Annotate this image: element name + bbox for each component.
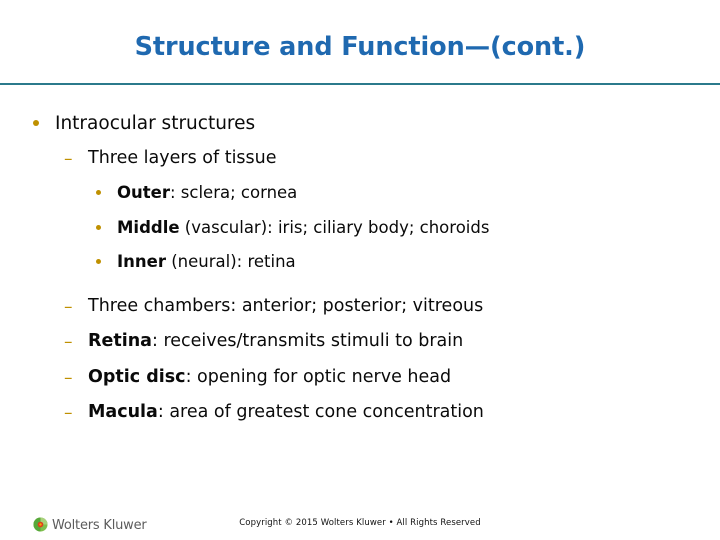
- copyright-text: Copyright © 2015 Wolters Kluwer • All Ri…: [239, 518, 481, 528]
- bullet-dash-icon: –: [64, 402, 73, 423]
- term-emphasis: Inner: [117, 251, 166, 271]
- list-item-level2-macula: – Macula: area of greatest cone concentr…: [64, 402, 720, 423]
- term-definition: Three chambers: anterior; posterior; vit…: [88, 295, 484, 316]
- list-item-level1: Intraocular structures: [33, 112, 720, 135]
- bullet-dot-icon: [96, 258, 117, 264]
- term-emphasis: Macula: [88, 401, 158, 422]
- bullet-dash-icon: –: [64, 149, 73, 170]
- slide-body: Intraocular structures – Three layers of…: [0, 112, 720, 437]
- bullet-dash-icon: –: [64, 332, 73, 353]
- brand-name: Wolters Kluwer: [52, 518, 147, 533]
- list-item-label: Outer: sclera; cornea: [117, 183, 720, 203]
- list-item-label: Intraocular structures: [55, 113, 256, 134]
- title-divider: [0, 83, 720, 85]
- list-item-level2-three-layers: – Three layers of tissue: [64, 148, 720, 169]
- list-item-label: Retina: receives/transmits stimuli to br…: [88, 331, 720, 352]
- list-item-level2-optic-disc: – Optic disc: opening for optic nerve he…: [64, 367, 720, 388]
- bullet-dash-icon: –: [64, 367, 73, 388]
- list-item-level3-middle: Middle (vascular): iris; ciliary body; c…: [96, 218, 720, 238]
- term-definition: (vascular): iris; ciliary body; choroids: [179, 217, 490, 237]
- term-definition: : receives/transmits stimuli to brain: [151, 331, 464, 352]
- term-emphasis: Middle: [117, 217, 180, 237]
- list-item-level3-inner: Inner (neural): retina: [96, 252, 720, 272]
- list-item-level2-retina: – Retina: receives/transmits stimuli to …: [64, 331, 720, 352]
- list-item-label: Inner (neural): retina: [117, 252, 720, 272]
- brand-logo: Wolters Kluwer: [33, 517, 147, 533]
- list-item-label: Three chambers: anterior; posterior; vit…: [88, 296, 720, 317]
- term-definition: (neural): retina: [165, 251, 296, 271]
- list-item-label: Middle (vascular): iris; ciliary body; c…: [117, 218, 720, 238]
- term-emphasis: Optic disc: [88, 366, 186, 387]
- list-item-level3-outer: Outer: sclera; cornea: [96, 183, 720, 203]
- list-item-level2-three-chambers: – Three chambers: anterior; posterior; v…: [64, 296, 720, 317]
- page-title: Structure and Function—(cont.): [134, 32, 586, 62]
- bullet-dot-icon: [96, 190, 117, 196]
- wolters-kluwer-logo-icon: [33, 517, 48, 532]
- list-item-label: Macula: area of greatest cone concentrat…: [88, 402, 720, 423]
- term-emphasis: Retina: [88, 331, 152, 352]
- bullet-dot-icon: [96, 224, 117, 230]
- term-definition: : opening for optic nerve head: [185, 366, 452, 387]
- term-emphasis: Outer: [117, 183, 170, 203]
- list-item-label: Optic disc: opening for optic nerve head: [88, 367, 720, 388]
- bullet-dot-icon: [33, 120, 55, 126]
- list-item-label: Three layers of tissue: [88, 148, 277, 169]
- term-definition: : sclera; cornea: [170, 183, 298, 203]
- slide-footer: Wolters Kluwer Copyright © 2015 Wolters …: [0, 494, 720, 540]
- bullet-dash-icon: –: [64, 296, 73, 317]
- term-definition: : area of greatest cone concentration: [157, 401, 484, 422]
